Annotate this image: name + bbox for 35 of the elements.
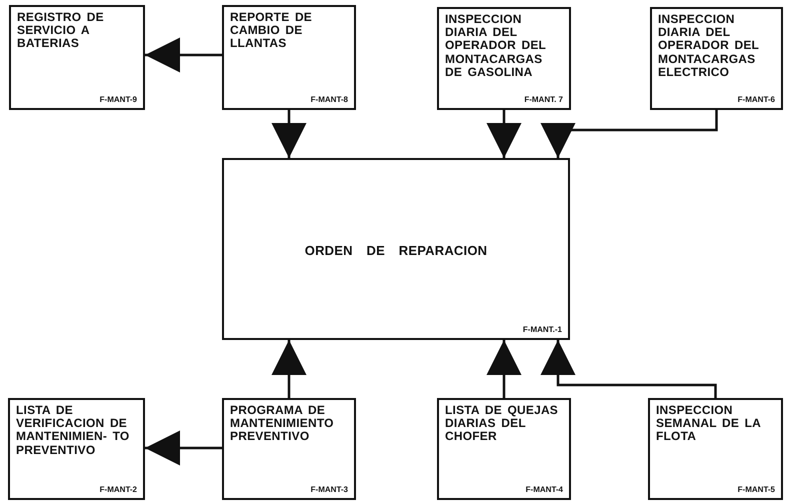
form-title: INSPECCION DIARIA DEL OPERADOR DEL MONTACARGAS DE GASOLINA [445, 13, 547, 79]
arrow [272, 340, 306, 398]
arrow [486, 340, 522, 398]
form-code: F-MANT-5 [738, 485, 775, 494]
arrow [540, 340, 717, 398]
arrow [145, 430, 222, 466]
arrow [540, 110, 718, 158]
form-title: REPORTE DE CAMBIO DE LLANTAS [230, 11, 314, 51]
form-box [9, 5, 145, 110]
form-title: LISTA DE VERIFICACION DE MANTENIMIEN- TO PREVENTIVO [16, 404, 130, 457]
form-title: ORDEN DE REPARACION [304, 244, 488, 258]
form-code: F-MANT-9 [100, 95, 137, 104]
form-box [222, 398, 356, 500]
form-code: F-MANT-2 [100, 485, 137, 494]
form-title: PROGRAMA DE MANTENIMIENTO PREVENTIVO [230, 404, 335, 444]
arrow [272, 110, 306, 158]
form-title: INSPECCION SEMANAL DE LA FLOTA [656, 404, 762, 444]
form-box [8, 398, 145, 500]
form-box [222, 158, 570, 340]
form-box [437, 7, 571, 110]
form-code: F-MANT-6 [738, 95, 775, 104]
form-box [648, 398, 783, 500]
form-title: LISTA DE QUEJAS DIARIAS DEL CHOFER [445, 404, 560, 444]
arrow [145, 38, 222, 72]
form-box [650, 7, 783, 110]
arrow [486, 110, 522, 158]
form-code: F-MANT-3 [310, 485, 348, 494]
form-code: F-MANT. 7 [524, 95, 563, 104]
form-title: REGISTRO DE SERVICIO A BATERIAS [17, 11, 105, 51]
form-title: INSPECCION DIARIA DEL OPERADOR DEL MONTACARGAS ELECTRICO [658, 13, 760, 79]
form-box [437, 398, 571, 500]
form-code: F-MANT-4 [526, 485, 563, 494]
form-code: F-MANT.-1 [522, 325, 562, 334]
form-code: F-MANT-8 [310, 95, 348, 104]
form-box [222, 5, 356, 110]
